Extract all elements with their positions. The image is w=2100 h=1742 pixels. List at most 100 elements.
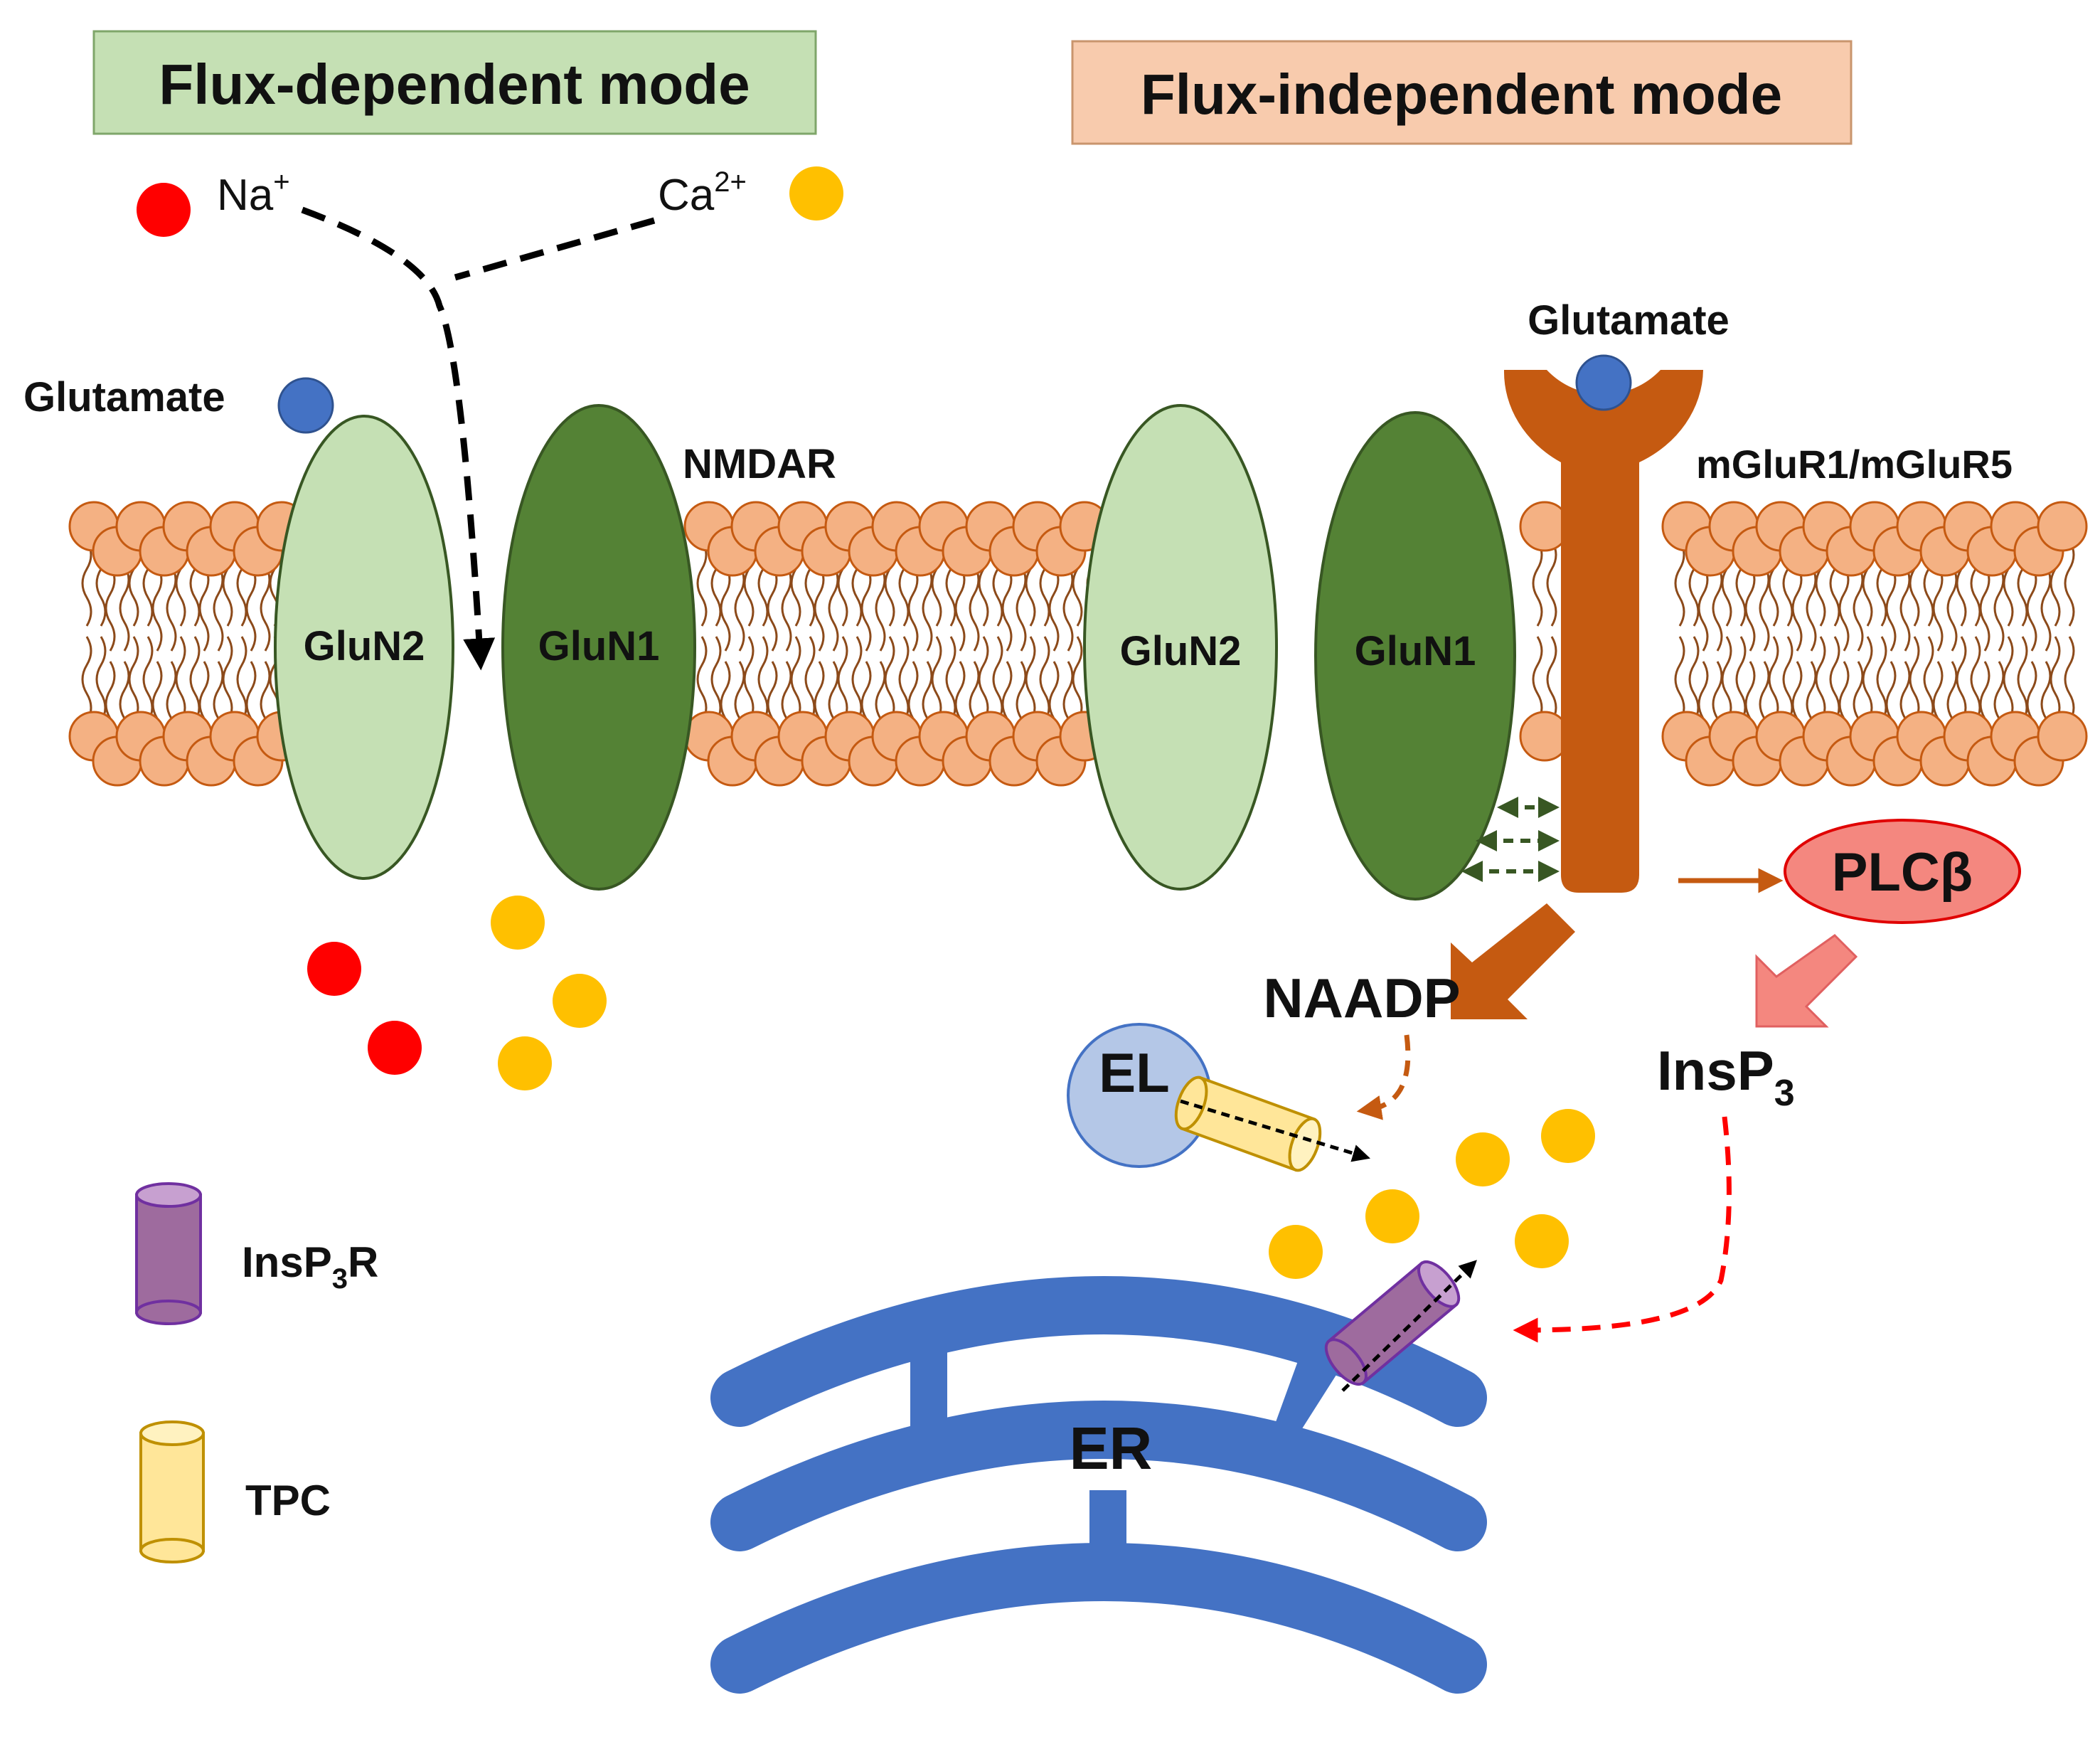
lipid-tail (978, 636, 989, 723)
lipid-tail (1546, 540, 1557, 627)
lipid-tail (1791, 565, 1803, 652)
el-label: EL (1099, 1041, 1170, 1104)
lipid-tail (837, 636, 848, 723)
lipid-tail (907, 565, 919, 652)
lipid-tail (790, 636, 801, 723)
calcium-ion-icon (1269, 1225, 1323, 1279)
lipid-tail (142, 636, 154, 723)
lipid-tail (1001, 565, 1013, 652)
glun2-right-label: GluN2 (1120, 628, 1242, 674)
lipid-tail (1712, 565, 1723, 652)
sodium-ion-icon (137, 183, 191, 237)
lipid-tail (767, 565, 778, 652)
lipid-tail (884, 636, 895, 723)
lipid-tail (781, 565, 792, 652)
glutamate-left-label: Glutamate (23, 374, 225, 420)
lipid-tail (804, 636, 816, 723)
lipid-tail (175, 636, 186, 723)
glun1-subunit-left (501, 404, 696, 891)
calcium-label: Ca2+ (658, 166, 747, 220)
lipid-tail (2050, 636, 2061, 723)
nmdar-label: NMDAR (683, 441, 836, 487)
glutamate-right-icon (1575, 354, 1632, 411)
lipid-tail (734, 565, 745, 652)
lipid-tail (1532, 540, 1543, 627)
calcium-ion-icon (498, 1036, 552, 1090)
glun2-subunit-left (274, 415, 454, 880)
lipid-head (2037, 711, 2088, 762)
lipid-tail (1862, 636, 1873, 723)
lipid-tail (1979, 565, 1990, 652)
calcium-ion-icon (1515, 1214, 1569, 1268)
sodium-ion-icon (307, 942, 361, 996)
lipid-tail (757, 636, 769, 723)
lipid-tail (1993, 565, 2005, 652)
legend-insp3r: InsP3R (135, 1182, 378, 1325)
lipid-tail (189, 636, 201, 723)
glun1-left-label: GluN1 (538, 623, 660, 669)
lipid-tail (2064, 540, 2075, 627)
calcium-flux-path (454, 217, 656, 281)
glun1-right-label: GluN1 (1355, 628, 1476, 674)
lipid-tail (2026, 565, 2037, 652)
lipid-tail (720, 565, 731, 652)
lipid-tail (1674, 540, 1685, 627)
lipid-tail (81, 636, 92, 723)
lipid-tail (236, 636, 247, 723)
lipid-tail (1735, 636, 1747, 723)
lipid-tail (1853, 565, 1864, 652)
lipid-tail (1923, 636, 1934, 723)
lipid-tail (245, 565, 257, 652)
er-label: ER (1070, 1415, 1153, 1482)
legend-insp3r-label: InsP3R (242, 1238, 378, 1295)
lipid-tail (922, 565, 933, 652)
insp3-label: InsP3 (1657, 1039, 1795, 1114)
legend-tpc-label: TPC (245, 1477, 331, 1524)
lipid-tail (1048, 565, 1060, 652)
legend-insp3r-icon (135, 1194, 202, 1314)
lipid-tail (1768, 636, 1779, 723)
lipid-tail (969, 565, 980, 652)
calcium-ion-icon (1541, 1109, 1595, 1163)
mglur-to-naadp-arrow (1451, 903, 1575, 1019)
lipid-tail (931, 636, 942, 723)
tpc-calcium-release-arrow (1180, 1099, 1370, 1162)
mglur-receptor (1503, 370, 1703, 893)
glutamate-left-icon (277, 377, 334, 434)
glun1-subunit-right (1314, 411, 1516, 901)
lipid-tail (1909, 636, 1920, 723)
lipid-tail (898, 636, 910, 723)
naadp-to-tpc-arrow (1356, 1034, 1411, 1120)
calcium-ion-icon (553, 974, 607, 1028)
lipid-tail (2064, 636, 2075, 723)
lipid-tail (1072, 636, 1083, 723)
legend-tpc: TPC (139, 1420, 331, 1563)
lipid-tail (2040, 565, 2052, 652)
glutamate-right-label: Glutamate (1528, 297, 1729, 344)
lipid-tail (222, 636, 233, 723)
lipid-tail (1744, 565, 1756, 652)
lipid-tail (945, 636, 956, 723)
glun2-left-label: GluN2 (304, 623, 425, 669)
lipid-tail (213, 565, 224, 652)
insp3r-calcium-release-arrow (1341, 1260, 1477, 1392)
lipid-tail (151, 565, 163, 652)
title-flux-independent: Flux-independent mode (1071, 40, 1853, 145)
lipid-tail (81, 540, 92, 627)
glun2-subunit-right (1083, 404, 1278, 891)
lipid-tail (1759, 565, 1770, 652)
lipid-tail (860, 565, 872, 652)
lipid-tail (1815, 636, 1826, 723)
title-flux-dependent: Flux-dependent mode (92, 30, 817, 135)
lipid-tail (1674, 636, 1685, 723)
lipid-tail (875, 565, 886, 652)
lipid-tail (696, 540, 708, 627)
lipid-tail (1039, 636, 1050, 723)
lipid-tail (1062, 565, 1074, 652)
ion-flux-arrow (301, 206, 496, 671)
sodium-ion-icon (368, 1021, 422, 1075)
lipid-tail (1025, 636, 1036, 723)
lipid-tail (1721, 636, 1732, 723)
er-connections (910, 1351, 1351, 1568)
